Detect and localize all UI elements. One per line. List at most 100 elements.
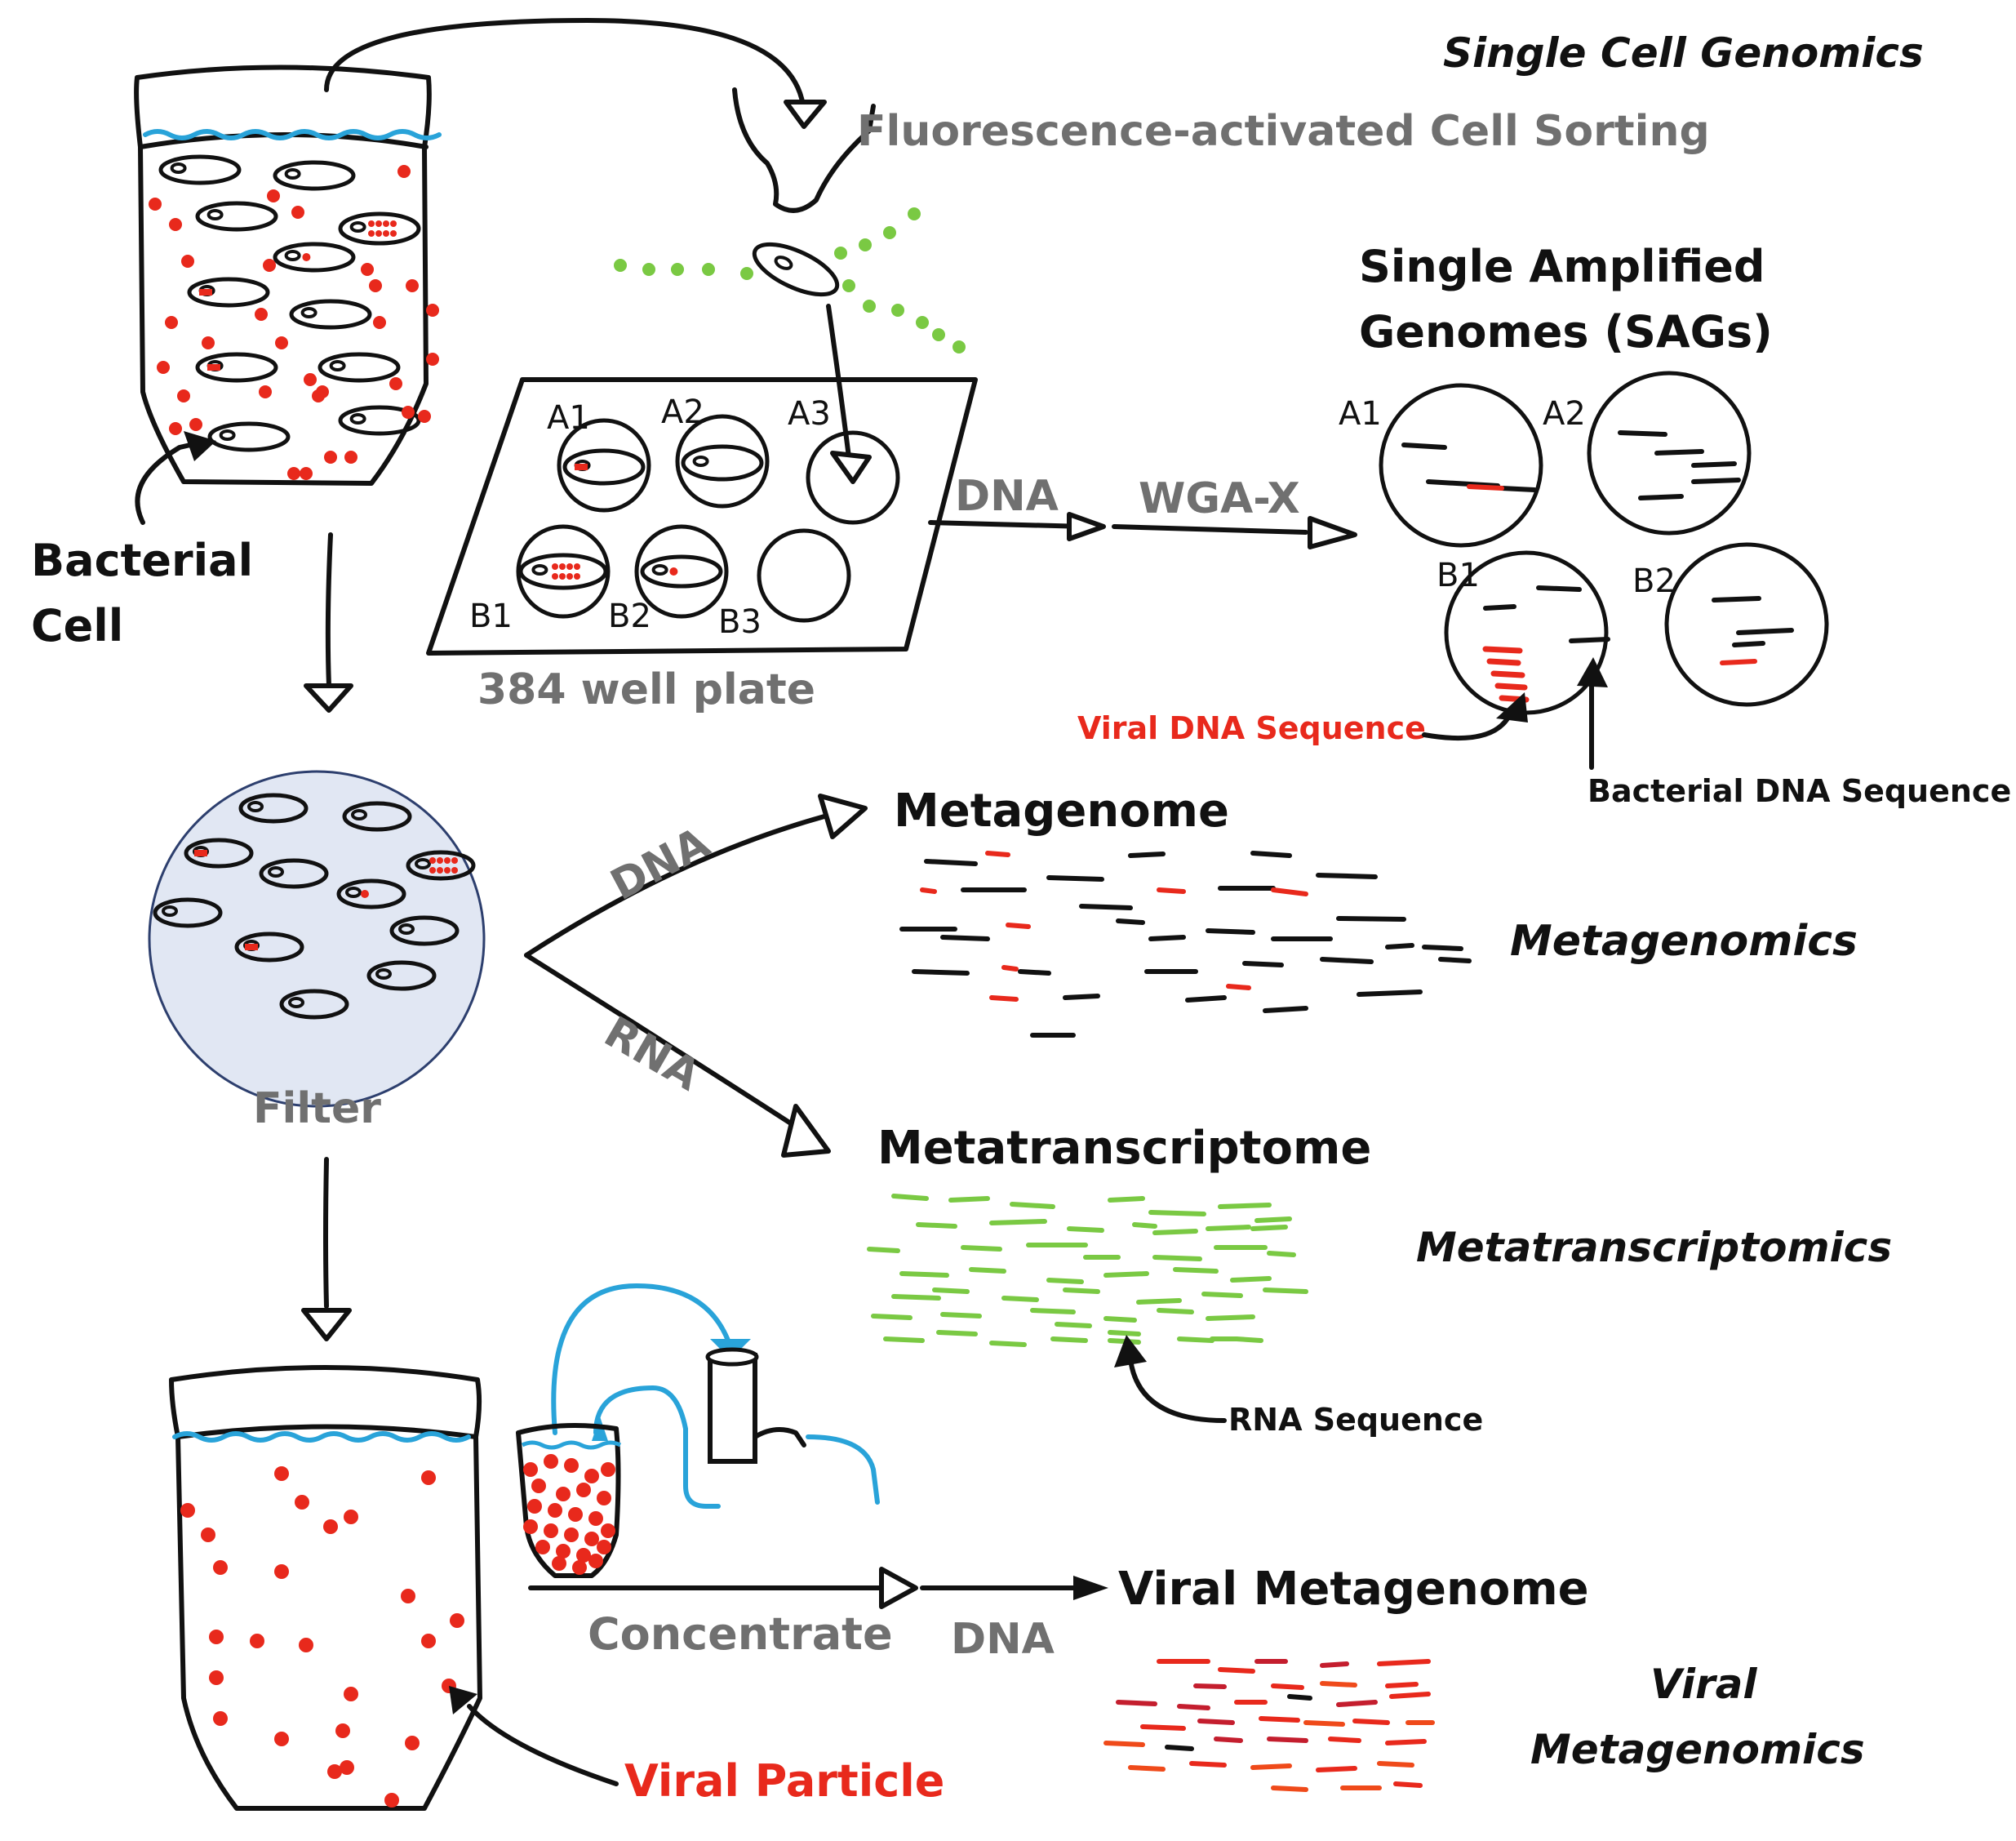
sequence-read	[1438, 957, 1472, 963]
bacterial-cell	[562, 448, 646, 486]
cell-nucleoid	[206, 209, 224, 220]
filter-label: Filter	[253, 1084, 381, 1133]
sag-well-A1	[1379, 383, 1543, 548]
bacterial-cell	[259, 858, 329, 889]
bacterial-cell	[366, 960, 437, 991]
sequence-read	[1263, 1006, 1308, 1013]
sequence-read	[1108, 1196, 1145, 1203]
bacterial-cell	[681, 444, 764, 482]
sequence-read	[1165, 1745, 1194, 1751]
sags-title-line1: Single Amplified	[1359, 241, 1765, 292]
bacterial-cell	[336, 878, 406, 909]
sag-label-B1: B1	[1437, 557, 1480, 594]
sag-label-B2: B2	[1632, 563, 1676, 600]
sequence-read	[1303, 1720, 1345, 1727]
cell-nucleoid	[415, 858, 431, 869]
sequence-read	[1050, 1336, 1088, 1343]
sequence-read	[916, 1222, 957, 1229]
cell-nucleoid	[351, 809, 367, 820]
sequence-read	[1316, 873, 1378, 879]
sequence-read	[989, 1341, 1027, 1347]
sample-bucket	[134, 64, 442, 486]
sequence-read	[920, 887, 937, 894]
viral-metagenome-reads	[1103, 1659, 1435, 1792]
sequence-read	[1006, 923, 1031, 929]
cell-nucleoid	[162, 905, 178, 917]
sequence-read	[1136, 1298, 1182, 1305]
sequence-read	[1177, 1704, 1210, 1710]
well-label-B3: B3	[718, 603, 762, 641]
sequence-read	[1055, 1322, 1092, 1328]
sequence-read	[1185, 995, 1227, 1003]
sequence-read	[1320, 1681, 1357, 1688]
bacterial-cell	[338, 405, 421, 436]
sequence-read	[1271, 1683, 1304, 1690]
sequence-read	[1018, 969, 1051, 976]
viral-particle	[274, 1564, 289, 1579]
concentrator	[516, 1283, 880, 1578]
sequence-read	[1377, 1659, 1431, 1666]
sequence-read	[1401, 442, 1447, 450]
sequence-read	[924, 859, 978, 866]
viral-particle	[323, 1519, 338, 1534]
sequence-read	[1483, 604, 1516, 611]
sequence-read	[1177, 1336, 1214, 1343]
sequence-read	[1654, 449, 1704, 456]
sequence-read	[1193, 1683, 1227, 1689]
sag-well-B2	[1664, 542, 1829, 707]
cell-nucleoid	[300, 307, 317, 318]
sequence-read	[1389, 1692, 1431, 1699]
sequence-read	[1267, 1736, 1308, 1743]
viral-particle	[209, 1670, 224, 1685]
bacterial-cell-label-line2: Cell	[31, 600, 123, 651]
bacterial-cell	[640, 554, 723, 589]
sequence-read	[1189, 1761, 1227, 1768]
sequence-read	[1712, 596, 1761, 603]
viral-particle	[401, 1589, 415, 1603]
rna-arrow-label-meta: RNA	[596, 1007, 708, 1101]
well-plate-label: 384 well plate	[477, 665, 815, 714]
sequence-read	[1197, 1719, 1235, 1725]
bacterial-cell	[195, 352, 278, 383]
cell-nucleoid	[288, 997, 304, 1008]
bacterial-cell	[187, 277, 270, 308]
sequence-read	[1201, 1292, 1243, 1298]
cell-nucleoid	[170, 162, 187, 174]
bacterial-cell	[389, 915, 460, 946]
cell-nucleoid	[219, 429, 236, 441]
sequence-read	[1732, 641, 1765, 647]
sequence-read	[1103, 1316, 1137, 1323]
sequence-read	[1218, 1667, 1255, 1674]
viral-particle	[327, 1764, 342, 1779]
sequence-read	[1030, 1308, 1076, 1314]
sequence-read	[1287, 1694, 1312, 1701]
sequence-read	[1259, 1716, 1300, 1723]
viral-particle-label: Viral Particle	[624, 1755, 944, 1807]
sequence-read	[989, 1219, 1047, 1225]
sequence-read	[969, 1267, 1006, 1274]
sag-well-A2	[1587, 371, 1752, 536]
sequence-read	[883, 1336, 925, 1343]
sequence-read	[1352, 1719, 1390, 1725]
sequence-read	[1128, 852, 1166, 858]
sequence-read	[1218, 1203, 1272, 1209]
metatranscriptome-reads	[867, 1194, 1308, 1347]
well-label-A3: A3	[788, 395, 831, 433]
sequence-read	[1046, 875, 1104, 882]
cell-nucleoid	[247, 801, 264, 812]
well-A3	[806, 430, 900, 525]
bacterial-cell	[342, 801, 412, 832]
sequence-read	[1132, 1222, 1157, 1229]
well-B1	[516, 524, 611, 619]
bacterial-cell	[289, 299, 372, 330]
sequence-read	[989, 995, 1019, 1002]
sequence-read	[1103, 1271, 1149, 1278]
sequence-read	[1152, 1229, 1198, 1235]
cell-nucleoid	[349, 221, 366, 233]
sequence-read	[1157, 1308, 1194, 1314]
sag-label-A1: A1	[1339, 395, 1382, 433]
bacterial-cell	[406, 850, 476, 881]
wga-x-label: WGA-X	[1139, 474, 1300, 523]
well-label-B2: B2	[608, 598, 651, 635]
